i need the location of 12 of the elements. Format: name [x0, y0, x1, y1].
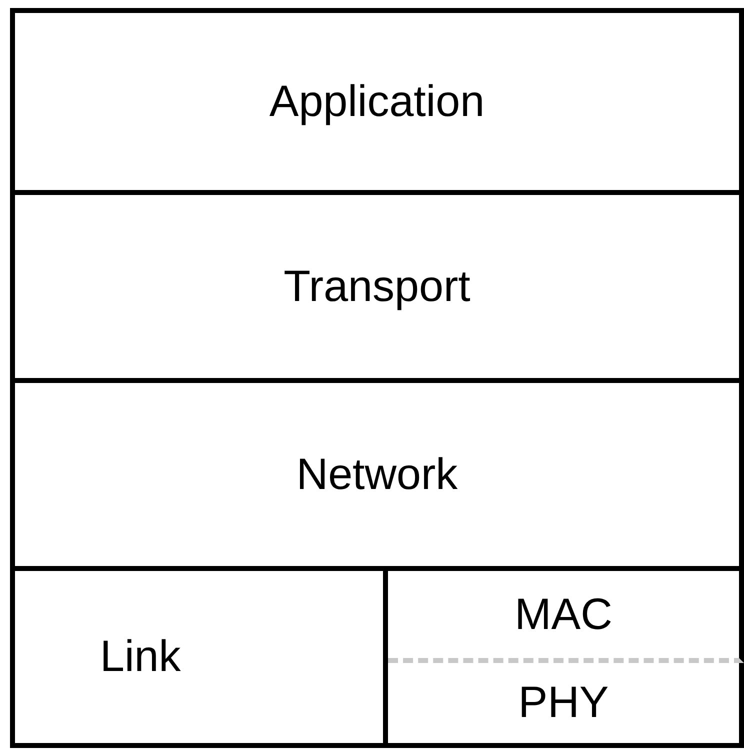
layer-name: Application [269, 76, 485, 126]
layer-name: Link [100, 632, 181, 682]
layer-name: PHY [518, 678, 609, 728]
layer-name: Transport [284, 262, 470, 312]
sublayer-box [388, 663, 744, 748]
layer-box [10, 383, 744, 571]
layer-name: MAC [514, 590, 612, 640]
sublayer-box [388, 571, 744, 663]
layer-box [10, 195, 744, 383]
layer-name: Network [296, 450, 458, 500]
layer-box [10, 8, 744, 195]
layer-box [10, 571, 388, 748]
